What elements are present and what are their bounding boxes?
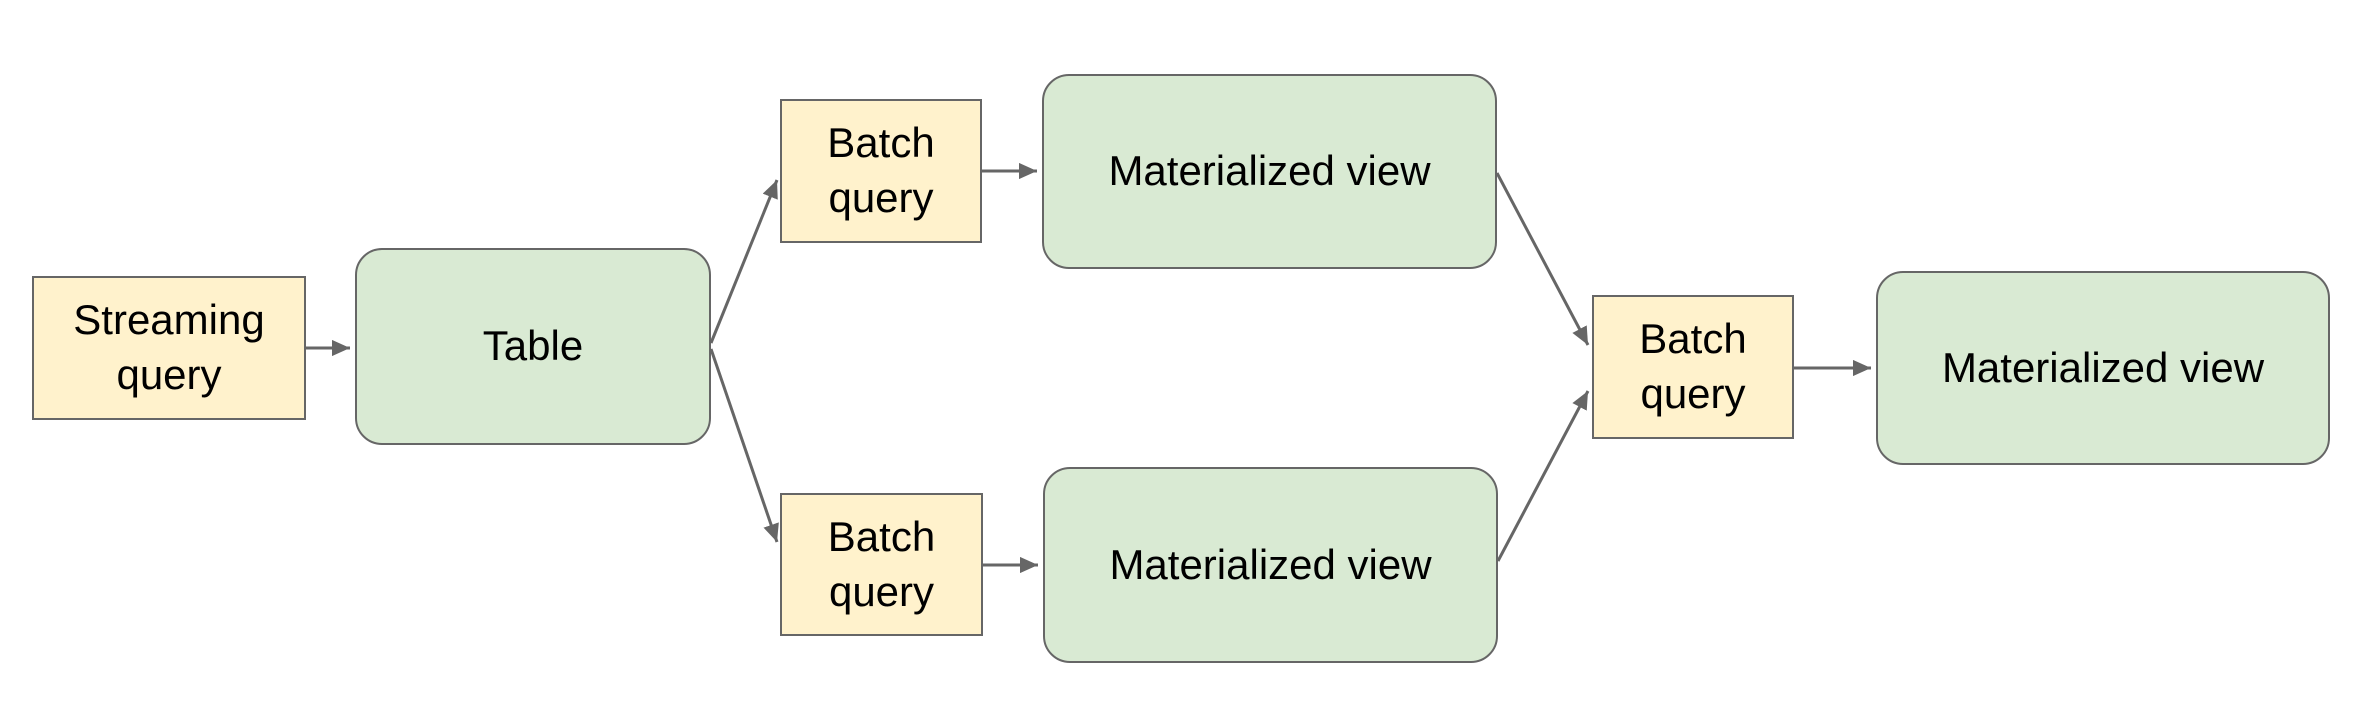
edge-table-to-batch-query-top (709, 179, 779, 344)
node-batch-query-right-label: Batch query (1639, 315, 1747, 417)
node-table-label: Table (482, 322, 584, 370)
node-materialized-view-right: Materialized view (1876, 271, 2330, 465)
node-materialized-view-bottom: Materialized view (1043, 467, 1498, 663)
node-streaming-query-label: Streaming query (73, 296, 265, 398)
node-materialized-view-right-label: Materialized view (1941, 343, 2265, 391)
node-materialized-view-top-label: Materialized view (1108, 147, 1431, 195)
node-batch-query-bottom: Batch query (780, 493, 983, 636)
node-batch-query-bottom-label: Batch query (827, 512, 936, 615)
node-materialized-view-top: Materialized view (1042, 74, 1497, 269)
edge-materialized-view-top-to-batch-query-right (1495, 172, 1590, 346)
node-materialized-view-bottom-label: Materialized view (1109, 540, 1432, 588)
node-streaming-query: Streaming query (32, 276, 306, 420)
edge-table-to-batch-query-bottom (709, 348, 779, 543)
node-batch-query-right: Batch query (1592, 295, 1794, 439)
node-batch-query-top-label: Batch query (827, 119, 935, 221)
node-batch-query-top: Batch query (780, 99, 982, 243)
edge-materialized-view-bottom-to-batch-query-right (1496, 390, 1590, 562)
node-table: Table (355, 248, 711, 445)
